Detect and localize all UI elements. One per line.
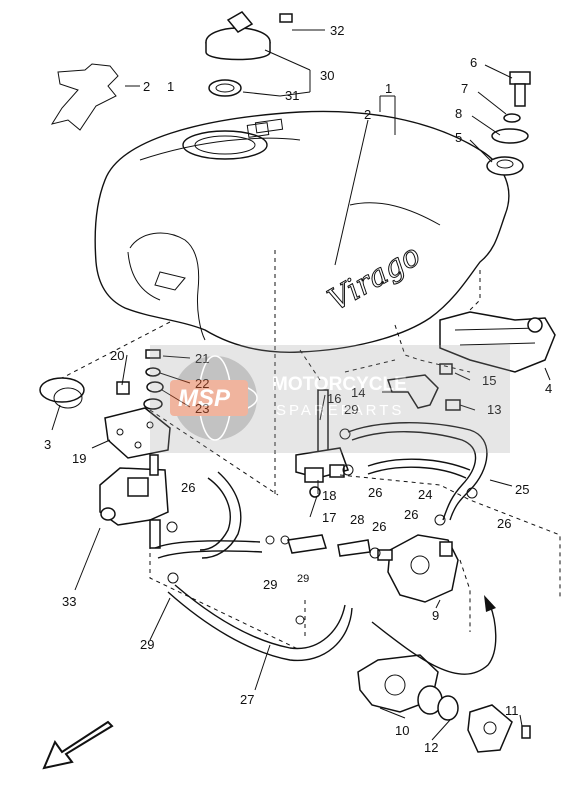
label-26-center: 26 [404,507,418,522]
label-26-pump: 26 [372,519,386,534]
label-20: 20 [110,348,124,363]
tank-emblem-text: Virago [322,238,426,318]
label-13: 13 [487,402,501,417]
leader-lines [51,29,551,741]
mounting-plate [104,407,171,459]
fuel-cap-opening [182,118,284,160]
label-9: 9 [432,608,439,623]
label-30: 30 [320,68,334,83]
fuel-cap-assembly [205,11,293,97]
label-26-hose: 26 [368,485,382,500]
label-7: 7 [461,81,468,96]
label-32: 32 [330,23,344,38]
label-29-upper: 29 [344,402,358,417]
part-labels: 32 30 31 2 1 1 2 6 7 8 5 4 3 20 21 22 23… [44,23,552,755]
label-12: 12 [424,740,438,755]
label-8: 8 [455,106,462,121]
watermark-brand-line2: SPAREPARTS [276,402,404,419]
fuel-pump [377,534,459,603]
label-2-tank: 2 [364,107,371,122]
label-17: 17 [322,510,336,525]
tank-rear-bracket [439,311,556,373]
label-5: 5 [455,130,462,145]
watermark-brand-line1: MOTORCYCLE [272,374,407,395]
label-26-right: 26 [497,516,511,531]
reference-arrow [371,595,497,675]
tank-strip-part [50,63,119,131]
label-29-small: 29 [297,573,309,585]
fuel-valve-left [99,454,169,549]
label-1-left: 1 [167,79,174,94]
label-33: 33 [62,594,76,609]
fuel-tank [94,110,510,353]
label-29-mid: 29 [263,577,277,592]
label-25: 25 [515,482,529,497]
watermark-logo-text: MSP [178,385,231,412]
pump-exploded [357,654,531,753]
watermark-logo-badge [170,380,248,416]
label-27: 27 [240,692,254,707]
label-4: 4 [545,381,552,396]
fuel-cock [295,389,349,498]
tank-emblem: Virago [322,237,427,318]
label-18: 18 [322,488,336,503]
label-23: 23 [195,401,209,416]
label-22: 22 [195,376,209,391]
label-2-left: 2 [143,79,150,94]
label-29-lower: 29 [140,637,154,652]
label-24: 24 [418,487,432,502]
label-1-top: 1 [385,81,392,96]
label-6: 6 [470,55,477,70]
watermark-globe-icon [173,356,257,440]
label-26-left: 26 [181,480,195,495]
label-19: 19 [72,451,86,466]
watermark: MSP MOTORCYCLE SPAREPARTS [150,345,510,453]
fuel-hoses [154,422,488,662]
label-10: 10 [395,723,409,738]
label-15: 15 [482,373,496,388]
watermark-band [150,345,510,453]
label-31: 31 [285,88,299,103]
label-16: 16 [327,391,341,406]
rubber-grommet [39,377,85,409]
label-21: 21 [195,351,209,366]
front-direction-arrow [42,720,114,770]
label-3: 3 [44,437,51,452]
bolt-washer-stack [486,71,531,176]
hose-clips [166,428,478,625]
dashed-assembly-lines [61,250,561,651]
label-11: 11 [505,703,519,718]
label-14: 14 [351,385,365,400]
label-28: 28 [350,512,364,527]
